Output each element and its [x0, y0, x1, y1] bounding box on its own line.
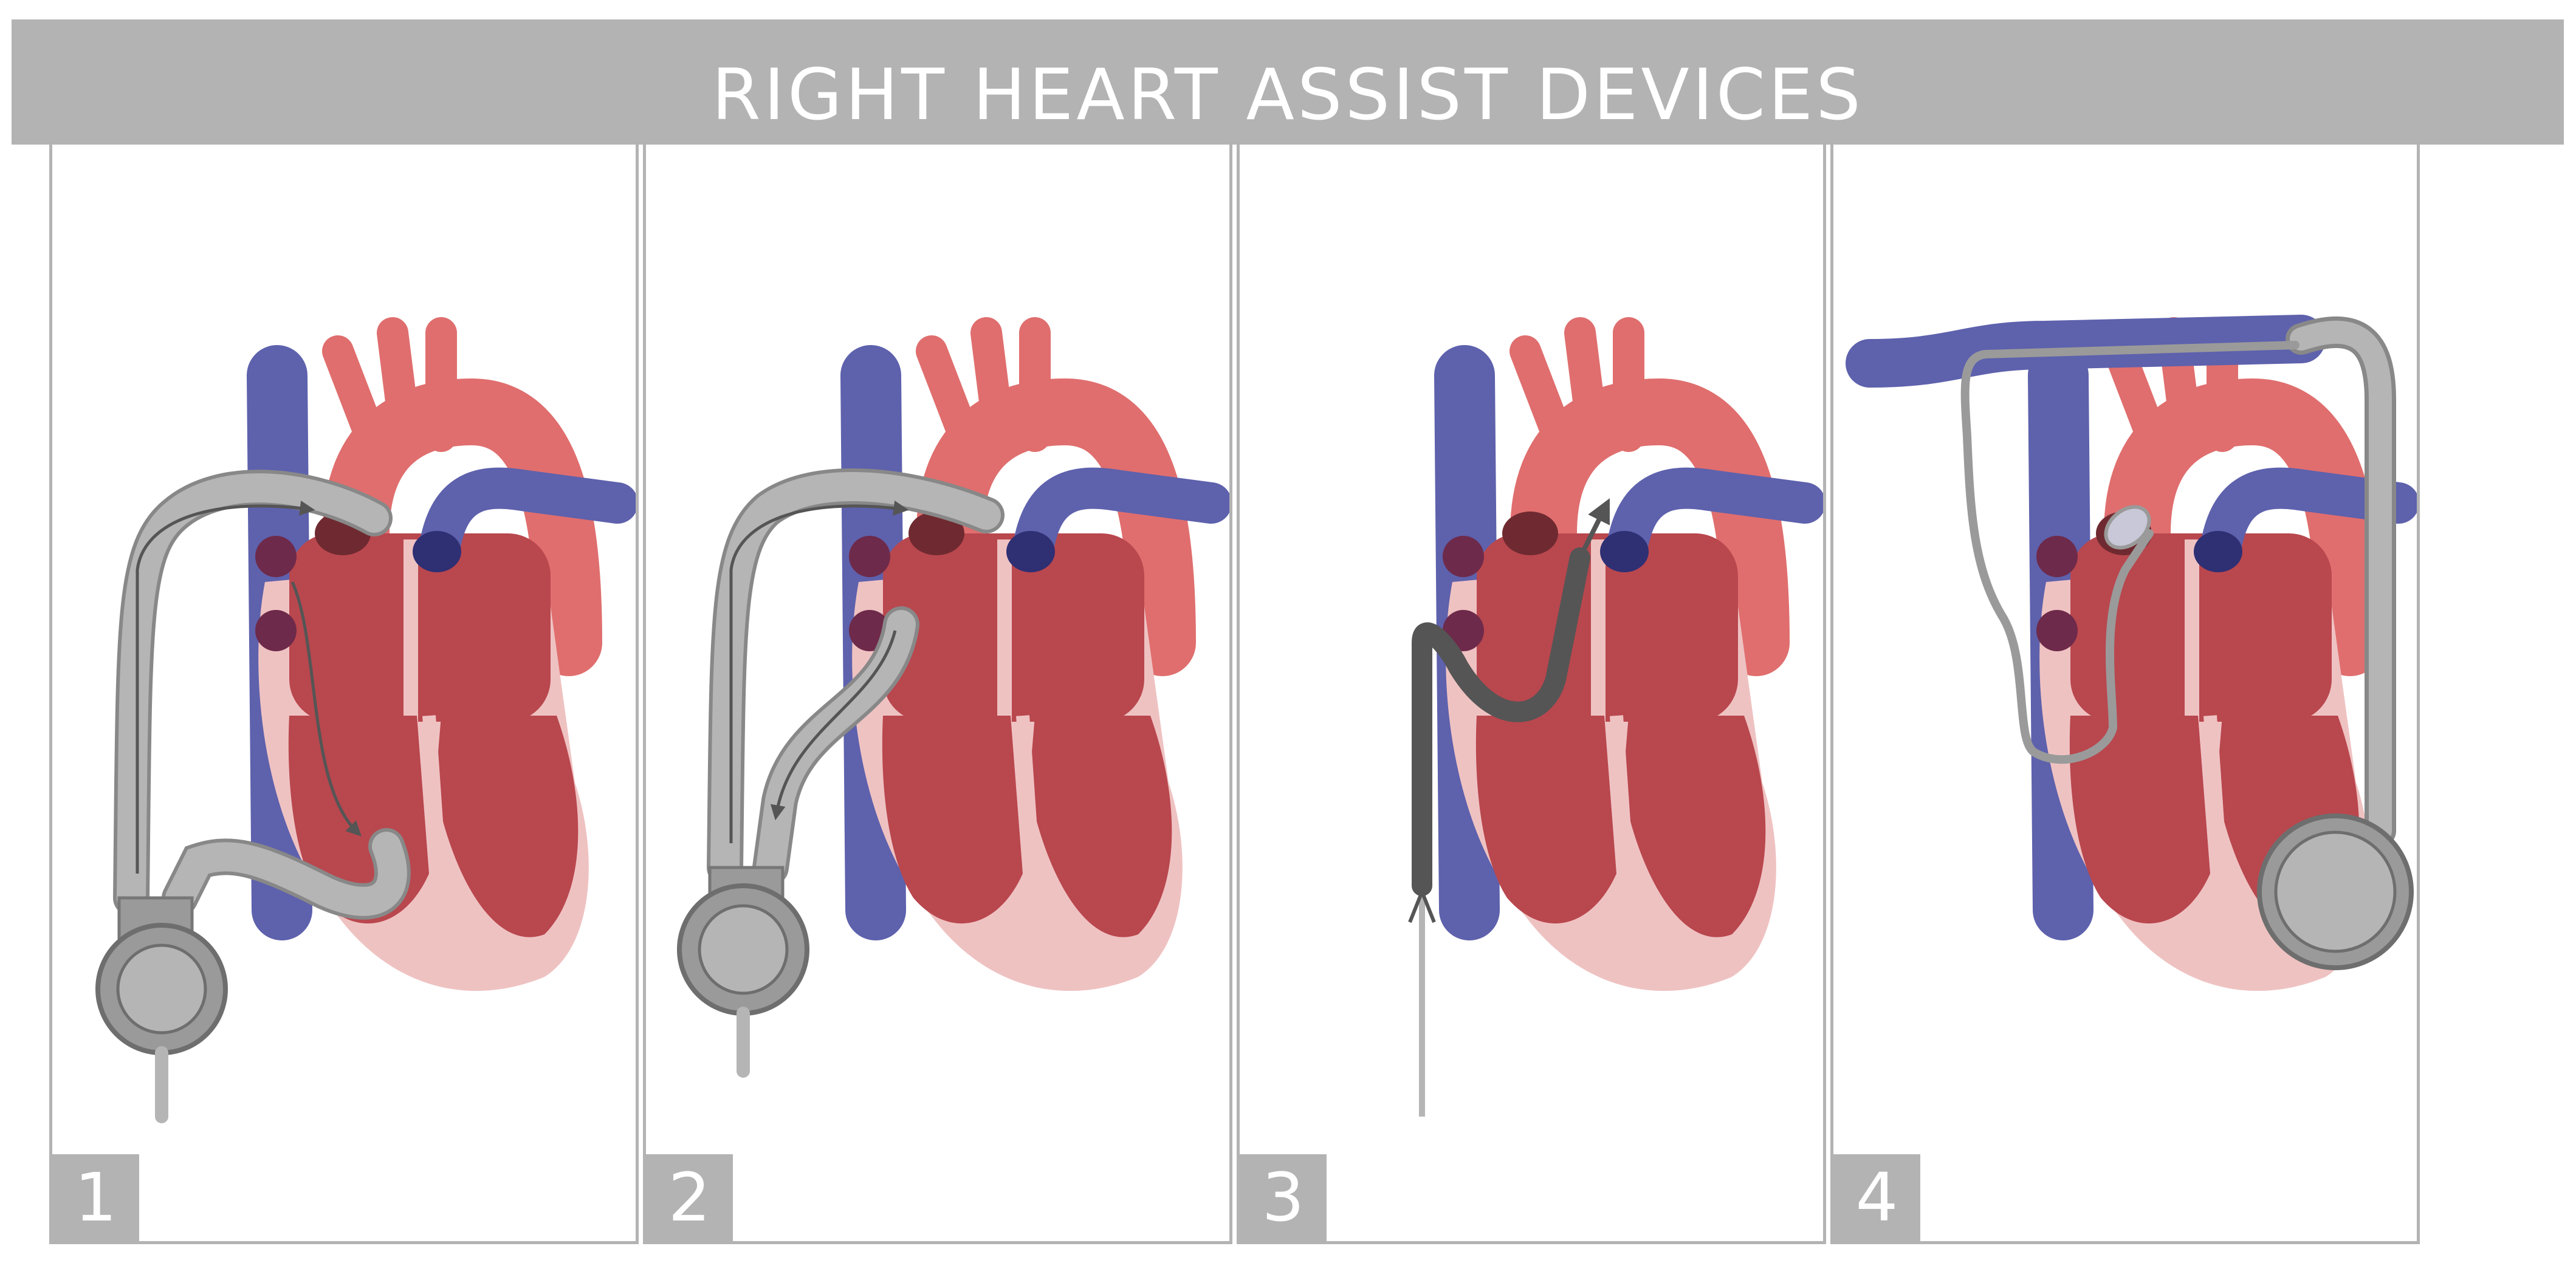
- title-bar: RIGHT HEART ASSIST DEVICES: [12, 19, 2564, 145]
- heart-diagram-4: [1846, 145, 2420, 1244]
- heart-diagram-3: [1408, 145, 1826, 1117]
- heart-diagram-2: [677, 145, 1232, 1078]
- page-title: RIGHT HEART ASSIST DEVICES: [712, 54, 1864, 136]
- panel-3: 3: [1237, 145, 1826, 1244]
- panel-2: 2: [643, 145, 1232, 1244]
- heart-diagram-1: [95, 145, 639, 1123]
- panel-number-1: 1: [52, 1154, 139, 1241]
- panel-number-4: 4: [1833, 1154, 1920, 1241]
- panel-number-2: 2: [646, 1154, 733, 1241]
- panel-number-3: 3: [1240, 1154, 1327, 1241]
- panel-4: 4: [1830, 145, 2420, 1244]
- panel-1: 1: [49, 145, 639, 1244]
